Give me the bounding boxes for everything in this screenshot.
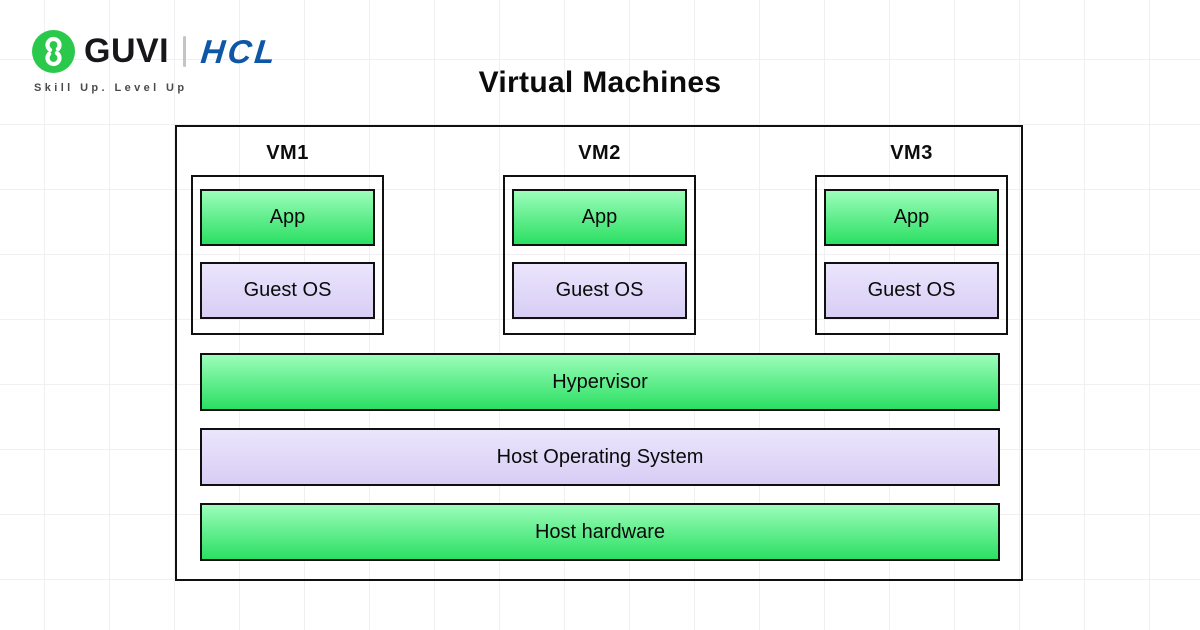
brand-divider xyxy=(183,36,186,67)
vm1-guest-os-box: Guest OS xyxy=(200,262,375,319)
vm2-app-box: App xyxy=(512,189,687,246)
vm1-box: App Guest OS xyxy=(191,175,384,335)
vm-group-3: VM3 App Guest OS xyxy=(815,141,1008,335)
vm3-label: VM3 xyxy=(815,141,1008,167)
vm3-app-box: App xyxy=(824,189,999,246)
host-hardware-layer: Host hardware xyxy=(200,503,1000,561)
vm2-box: App Guest OS xyxy=(503,175,696,335)
vm3-guest-os-box: Guest OS xyxy=(824,262,999,319)
hypervisor-layer: Hypervisor xyxy=(200,353,1000,411)
vm1-app-box: App xyxy=(200,189,375,246)
host-os-layer: Host Operating System xyxy=(200,428,1000,486)
vm-architecture-container: VM1 App Guest OS VM2 App Guest OS VM3 Ap… xyxy=(175,125,1023,581)
vm-group-1: VM1 App Guest OS xyxy=(191,141,384,335)
page-title: Virtual Machines xyxy=(0,66,1200,100)
hcl-logo: HCL xyxy=(199,33,280,71)
vm2-label: VM2 xyxy=(503,141,696,167)
vm3-box: App Guest OS xyxy=(815,175,1008,335)
vm2-guest-os-box: Guest OS xyxy=(512,262,687,319)
vm-group-2: VM2 App Guest OS xyxy=(503,141,696,335)
vm1-label: VM1 xyxy=(191,141,384,167)
